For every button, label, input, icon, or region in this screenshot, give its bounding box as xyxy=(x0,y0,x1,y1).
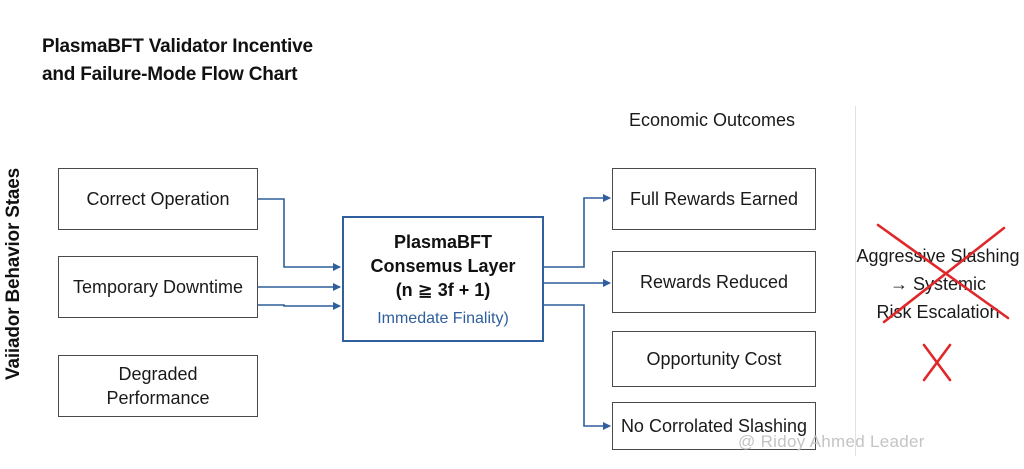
connector-correct-operation xyxy=(258,198,341,271)
outcome-box-rewards-reduced: Rewards Reduced xyxy=(612,251,816,313)
finality-label: Immedate Finality) xyxy=(377,310,509,327)
strike-cross-line-a xyxy=(876,223,1010,320)
input-box-correct-operation: Correct Operation xyxy=(58,168,258,230)
crossed-out-line-2: → Systemic xyxy=(889,274,986,294)
diagram-title: PlasmaBFT Validator Incentive and Failur… xyxy=(42,33,313,89)
outcome-box-no-correlated-slashing: No Corrolated Slashing xyxy=(612,402,816,450)
outcome-label: Full Rewards Earned xyxy=(629,189,799,209)
input-box-temporary-downtime: Temporary Downtime xyxy=(58,256,258,318)
crossed-out-option: Aggressive Slashing → Systemic Risk Esca… xyxy=(852,242,1024,326)
consensus-title-line-2: Consemus Layer xyxy=(370,256,516,276)
crossed-out-line-3: Risk Escalation xyxy=(876,302,1000,322)
column-divider xyxy=(855,106,856,456)
outcome-label: No Corrolated Slashing xyxy=(620,416,808,436)
outcome-box-opportunity-cost: Opportunity Cost xyxy=(612,331,816,387)
input-box-degraded-performance: Degraded Performance xyxy=(58,355,258,417)
input-label: Temporary Downtime xyxy=(72,277,244,297)
connector-full-rewards xyxy=(544,194,611,268)
consensus-title-line-1: PlasmaBFT xyxy=(393,232,493,252)
title-line-1: PlasmaBFT Validator Incentive xyxy=(42,36,313,57)
outcome-label: Rewards Reduced xyxy=(639,272,789,292)
connector-no-correlated-slashing xyxy=(544,304,611,430)
consensus-formula: (n ≧ 3f + 1) xyxy=(395,280,491,300)
input-label-line-2: Performance xyxy=(106,388,210,408)
outcome-label: Opportunity Cost xyxy=(646,349,782,369)
consensus-layer-box: PlasmaBFT Consemus Layer (n ≧ 3f + 1) Im… xyxy=(342,216,544,342)
title-line-2: and Failure-Mode Flow Chart xyxy=(42,64,298,85)
x-mark-line-b xyxy=(922,343,952,382)
crossed-out-line-1: Aggressive Slashing xyxy=(856,246,1020,266)
input-label-line-1: Degraded xyxy=(118,364,198,384)
watermark: @ Ridoy Ahmed Leader xyxy=(738,432,925,451)
connector-degraded-performance xyxy=(258,302,341,310)
outcome-box-full-rewards: Full Rewards Earned xyxy=(612,168,816,230)
input-label: Correct Operation xyxy=(86,189,230,209)
strike-cross-line-b xyxy=(882,226,1006,324)
outcomes-header: Economic Outcomes xyxy=(628,110,796,130)
